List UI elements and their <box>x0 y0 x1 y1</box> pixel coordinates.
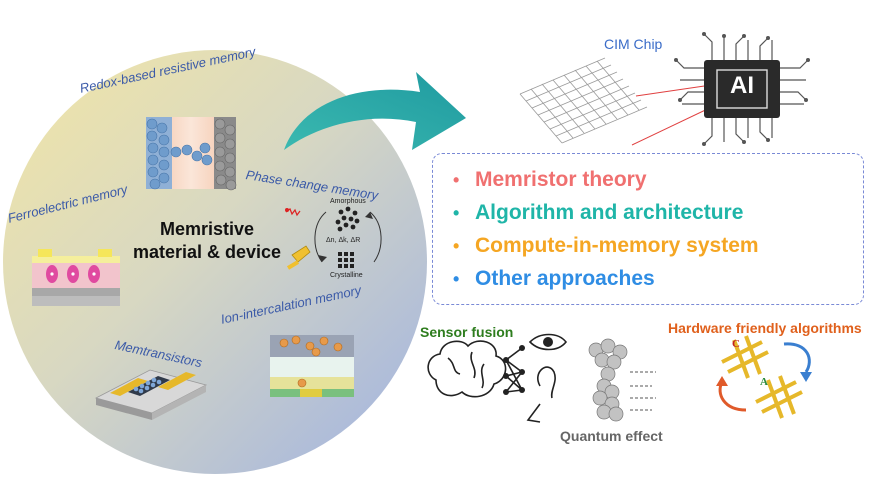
phase-change-graphic <box>285 206 382 270</box>
bullet-dot: • <box>453 269 460 289</box>
quantum-levels <box>630 371 656 411</box>
algo-letter-a: A <box>760 376 768 388</box>
topic-algorithm-architecture: • Algorithm and architecture <box>453 201 743 225</box>
delta-label: Δn, Δk, ΔR <box>326 237 361 244</box>
chip-ai-text: AI <box>730 72 754 99</box>
sensor-fusion-graphic <box>427 333 568 423</box>
algo-letter-c: C <box>732 338 740 350</box>
memtransistor-graphic <box>94 369 208 420</box>
research-topics-box: • Memristor theory • Algorithm and archite… <box>432 153 864 305</box>
cim-chip-label: CIM Chip <box>604 36 663 52</box>
ferroelectric-graphic <box>32 249 120 306</box>
bullet-dot: • <box>453 170 460 190</box>
center-title: Memristive material & device <box>132 218 282 263</box>
topic-text: Algorithm and architecture <box>475 201 744 224</box>
topic-compute-in-memory: • Compute-in-memory system <box>453 234 759 258</box>
topic-text: Compute-in-memory system <box>475 234 759 257</box>
topic-text: Memristor theory <box>475 168 647 191</box>
center-title-line1: Memristive <box>159 219 255 239</box>
amorphous-label: Amorphous <box>330 198 366 205</box>
hardware-algorithm-graphic <box>716 335 812 419</box>
flow-arrow <box>284 72 466 150</box>
ai-chip-graphic <box>674 32 810 146</box>
crossbar-array-graphic <box>519 57 648 144</box>
topic-memristor-theory: • Memristor theory <box>453 168 647 192</box>
topic-other-approaches: • Other approaches <box>453 267 655 291</box>
topic-text: Other approaches <box>475 267 655 290</box>
ion-intercalation-graphic <box>270 335 354 397</box>
quantum-cluster-graphic <box>588 338 628 422</box>
bullet-dot: • <box>453 236 460 256</box>
quantum-effect-label: Quantum effect <box>560 428 663 444</box>
sensor-fusion-label: Sensor fusion <box>420 324 514 340</box>
redox-device-graphic <box>146 117 237 191</box>
bullet-dot: • <box>453 203 460 223</box>
crystalline-label: Crystalline <box>330 272 363 279</box>
hardware-algorithms-label: Hardware friendly algorithms <box>668 320 862 336</box>
center-title-line2: material & device <box>132 241 282 262</box>
